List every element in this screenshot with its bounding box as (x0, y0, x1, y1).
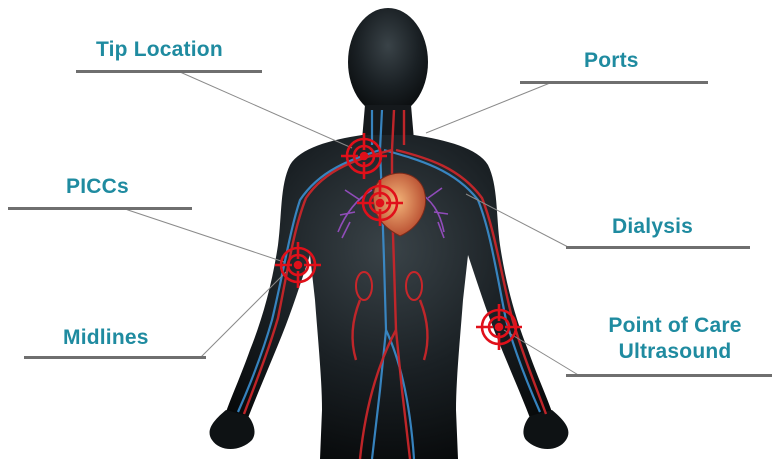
underline-midlines (24, 356, 206, 359)
underline-dialysis (566, 246, 750, 249)
label-dialysis: Dialysis (612, 214, 693, 240)
underline-ports (520, 81, 708, 84)
leader-tip-location (180, 72, 352, 148)
label-tip-location: Tip Location (96, 37, 223, 63)
leader-piccs (125, 209, 284, 262)
underline-tip-location (76, 70, 262, 73)
body-silhouette (210, 8, 569, 459)
underline-point-of-care (566, 374, 772, 377)
label-point-of-care-line1: Point of Care (590, 313, 760, 339)
underline-piccs (8, 207, 192, 210)
label-piccs: PICCs (66, 174, 129, 200)
label-point-of-care: Point of Care Ultrasound (590, 313, 760, 365)
label-midlines: Midlines (63, 325, 149, 351)
label-ports: Ports (584, 48, 639, 74)
label-point-of-care-line2: Ultrasound (590, 339, 760, 365)
leader-ports (426, 83, 550, 133)
